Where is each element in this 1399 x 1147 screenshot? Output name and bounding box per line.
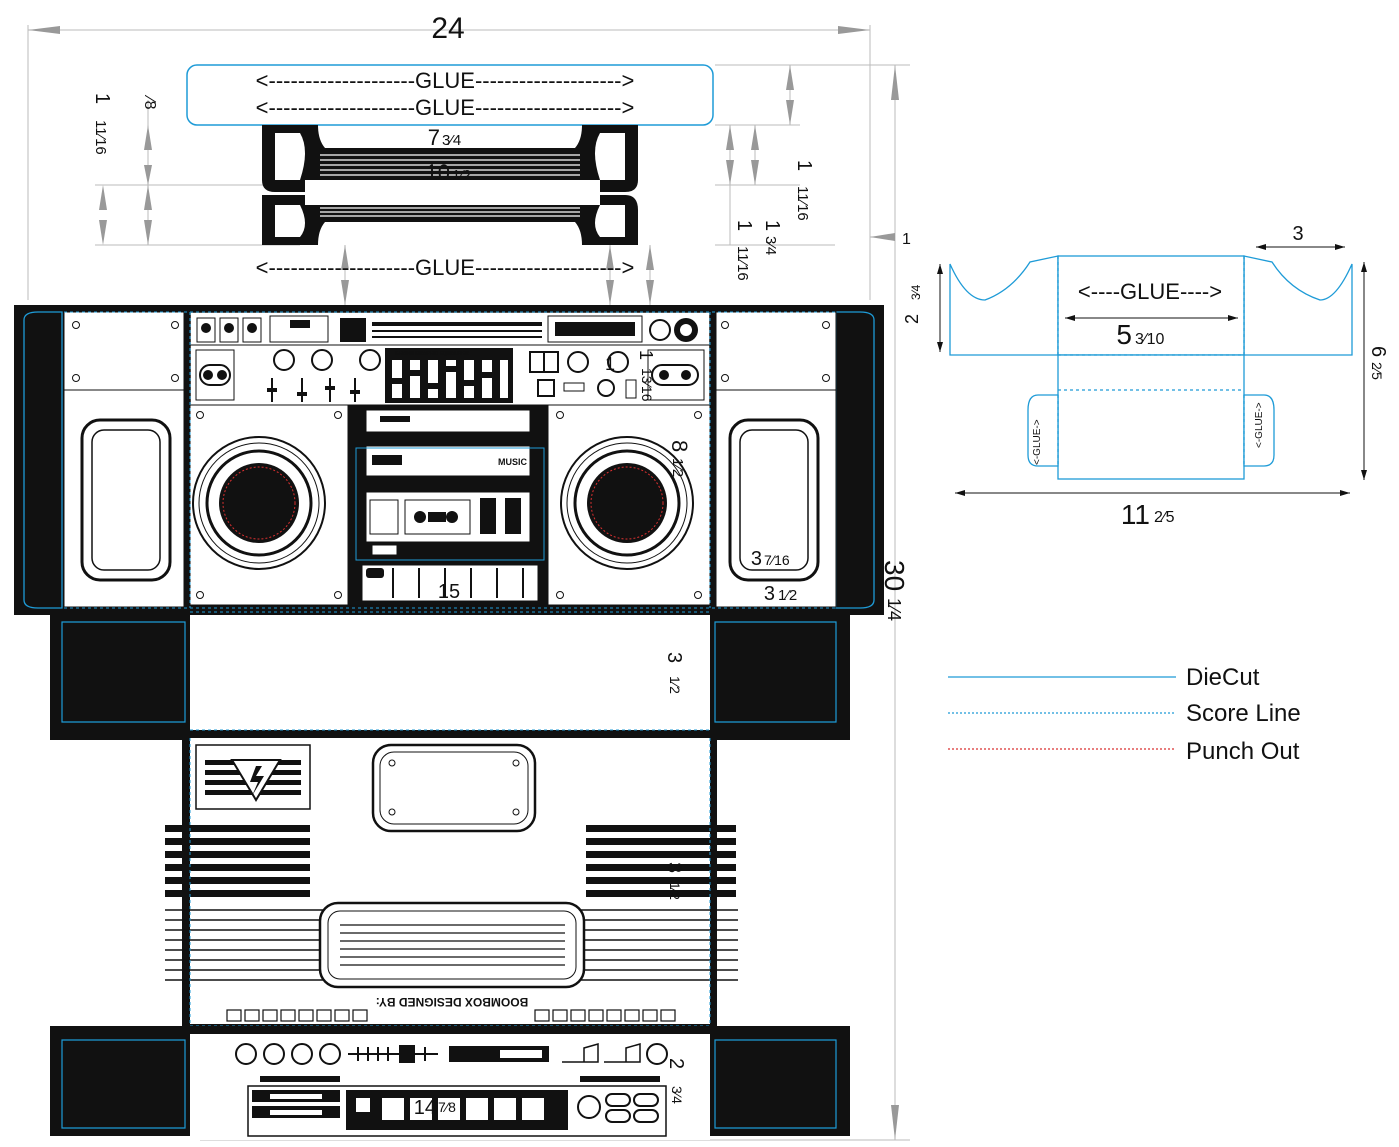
dim-back-mid-frac: 1⁄2: [667, 882, 683, 900]
dim-top-left-a-frac: 11⁄16: [92, 120, 109, 155]
dim-side-small: 1: [636, 350, 656, 360]
control-band: 5-BAND GRAPHIC EQUALIZER: [195, 348, 705, 403]
dim-side-width: 3: [764, 583, 775, 605]
dim-top-band-width-frac: 1⁄2: [452, 167, 471, 184]
top-surface-row: [50, 611, 850, 740]
dim-grille-height-frac: 7⁄16: [764, 552, 790, 568]
dim-back-mid: 3: [663, 862, 685, 873]
glue-label-handle-left: <-GLUE->: [1032, 419, 1043, 465]
handle-net: [949, 255, 1353, 480]
dim-right-c: 1: [733, 220, 755, 231]
dim-height-total: 30: [879, 560, 910, 591]
dim-side-small-frac: 13⁄16: [639, 368, 655, 402]
dim-right-b-frac: 3⁄4: [762, 236, 779, 255]
dim-handle-total-height: 6: [1367, 346, 1389, 357]
dim-right-c-frac: 11⁄16: [734, 246, 751, 281]
dim-top-inner-width: 7: [428, 125, 440, 150]
dim-front-height: 3: [663, 652, 685, 663]
dim-top-left-a: 1: [91, 93, 113, 104]
dim-handle-inner: 5: [1116, 319, 1132, 350]
front-row: 5-BAND GRAPHIC EQUALIZER: [14, 305, 884, 615]
dim-speaker-height-frac: 1⁄2: [669, 458, 686, 477]
dim-handle-height-frac: 3⁄4: [909, 284, 923, 300]
handle-net-dim-arrows: [937, 244, 1367, 496]
dim-right-a: 1: [793, 160, 815, 171]
dim-top-left-b: ⁄8: [141, 94, 158, 110]
glue-label-top2: <--------------------GLUE---------------…: [256, 95, 635, 120]
glue-label-top1: <--------------------GLUE---------------…: [256, 68, 635, 93]
dim-bottom-height: 2: [665, 1058, 687, 1069]
dim-handle-total-height-frac: 2⁄5: [1369, 362, 1385, 380]
handle-piece: [262, 125, 638, 245]
legend-punchout-label: Punch Out: [1186, 738, 1300, 765]
legend-scoreline-label: Score Line: [1186, 700, 1301, 727]
dim-height-total-frac: 1⁄4: [884, 598, 904, 621]
dim-handle-height: 2: [902, 314, 922, 324]
dim-grille-height: 3: [751, 548, 762, 570]
dim-width-total: 24: [431, 12, 464, 45]
dim-bottom-height-frac: 3⁄4: [669, 1086, 685, 1104]
dim-bottom-width: 14: [414, 1097, 436, 1119]
legend: DieCut Score Line Punch Out: [948, 664, 1301, 765]
designed-by-label: BOOMBOX DESIGNED BY:: [376, 995, 528, 1009]
dim-right-b: 1: [761, 220, 783, 231]
legend-diecut-label: DieCut: [1186, 664, 1260, 691]
right-speaker: [547, 404, 711, 606]
dim-front-height-frac: 1⁄2: [667, 676, 683, 694]
dim-bottom-width-frac: 7⁄8: [438, 1099, 456, 1115]
dim-side-width-frac: 1⁄2: [778, 587, 797, 604]
dim-handle-total-width: 11: [1121, 499, 1150, 530]
dim-top-band-width: 10: [426, 160, 450, 185]
glue-label-handle: <----GLUE---->: [1078, 279, 1222, 304]
left-speaker: [189, 404, 349, 606]
glue-label-handle-right: <-GLUE->: [1254, 402, 1265, 448]
dim-handle-inner-frac: 3⁄10: [1135, 331, 1164, 348]
glue-label-mid: <--------------------GLUE---------------…: [256, 255, 635, 280]
handle-net-dim-lines: [939, 246, 1365, 494]
dim-right-a-frac: 11⁄16: [794, 186, 811, 221]
music-label: MUSIC: [498, 457, 528, 467]
dim-speaker-height: 8: [667, 440, 692, 452]
dim-handle-flap: 3: [1292, 223, 1303, 245]
control-strip: [196, 315, 698, 343]
bottom-row: [50, 1026, 850, 1140]
cassette-deck: MUSIC: [348, 405, 548, 605]
equalizer-label: 5-BAND GRAPHIC EQUALIZER: [395, 351, 469, 357]
dim-front-small: 1: [605, 354, 615, 374]
dim-top-inner-width-frac: 3⁄4: [442, 132, 461, 149]
dim-right-one: 1: [902, 231, 911, 248]
back-panel: BOOMBOX DESIGNED BY:: [165, 732, 738, 1027]
dim-deck-width: 15: [438, 581, 460, 603]
dim-handle-total-width-frac: 2⁄5: [1154, 509, 1175, 526]
top-glue-strip: <--------------------GLUE---------------…: [186, 64, 714, 126]
